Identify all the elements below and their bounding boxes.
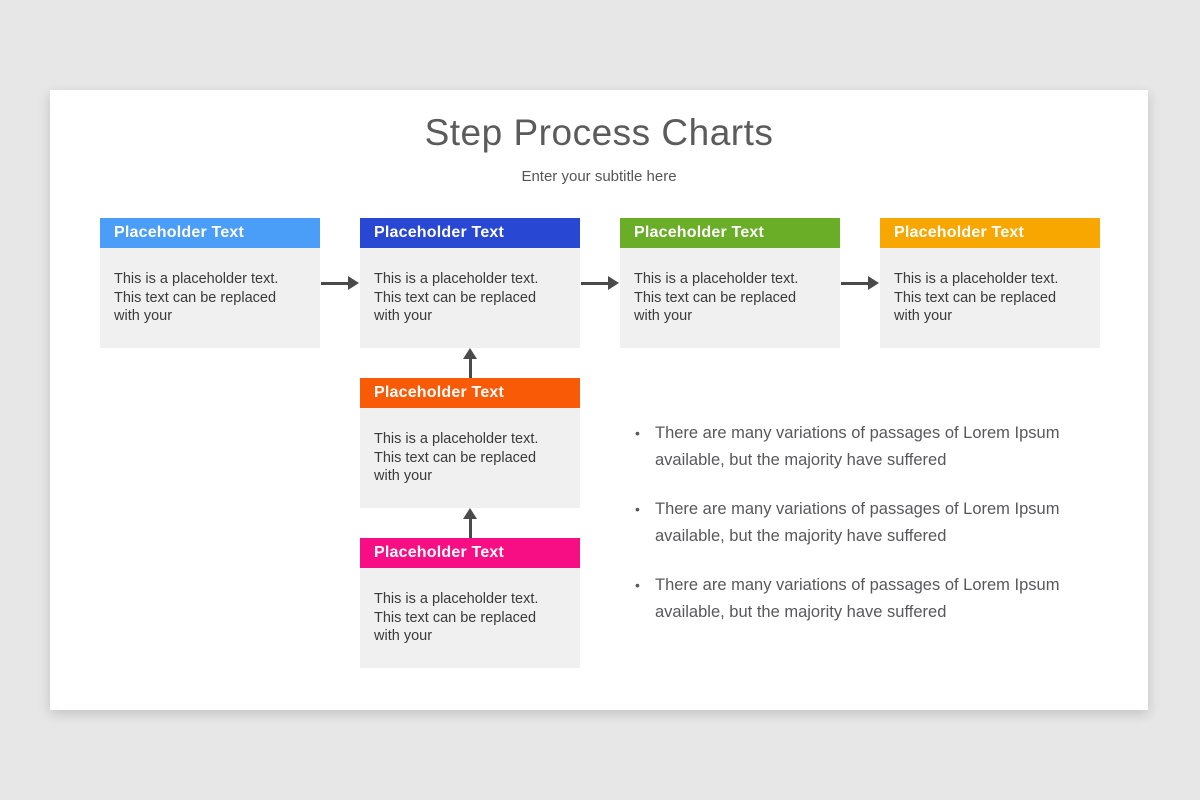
slide-subtitle: Enter your subtitle here bbox=[521, 168, 677, 185]
arrow-right-icon bbox=[321, 276, 359, 290]
bullet-item: There are many variations of passages of… bbox=[633, 420, 1063, 474]
arrow-right-icon bbox=[841, 276, 879, 290]
bullet-item: There are many variations of passages of… bbox=[633, 572, 1063, 626]
arrow-shaft bbox=[841, 281, 869, 285]
bullet-list: There are many variations of passages of… bbox=[633, 420, 1063, 648]
arrow-head bbox=[463, 508, 477, 519]
step-2-body-text: This is a placeholder text. This text ca… bbox=[360, 248, 580, 348]
step-6-body-text: This is a placeholder text. This text ca… bbox=[360, 568, 580, 668]
process-step-box-1: Placeholder Text This is a placeholder t… bbox=[100, 218, 320, 348]
arrow-up-icon bbox=[463, 348, 477, 378]
step-1-header: Placeholder Text bbox=[100, 218, 320, 248]
arrow-head bbox=[868, 276, 879, 290]
arrow-head bbox=[463, 348, 477, 359]
step-6-header: Placeholder Text bbox=[360, 538, 580, 568]
slide-title: Step Process Charts bbox=[424, 112, 774, 153]
step-5-header: Placeholder Text bbox=[360, 378, 580, 408]
arrow-head bbox=[348, 276, 359, 290]
process-step-box-2: Placeholder Text This is a placeholder t… bbox=[360, 218, 580, 348]
step-2-header: Placeholder Text bbox=[360, 218, 580, 248]
arrow-shaft bbox=[581, 281, 609, 285]
arrow-right-icon bbox=[581, 276, 619, 290]
process-step-box-4: Placeholder Text This is a placeholder t… bbox=[880, 218, 1100, 348]
step-4-body-text: This is a placeholder text. This text ca… bbox=[880, 248, 1100, 348]
slide-canvas: Step Process Charts Enter your subtitle … bbox=[50, 90, 1148, 710]
arrow-shaft bbox=[321, 281, 349, 285]
arrow-head bbox=[608, 276, 619, 290]
step-5-body-text: This is a placeholder text. This text ca… bbox=[360, 408, 580, 508]
bullet-item: There are many variations of passages of… bbox=[633, 496, 1063, 550]
process-step-box-3: Placeholder Text This is a placeholder t… bbox=[620, 218, 840, 348]
arrow-shaft bbox=[468, 356, 472, 378]
arrow-shaft bbox=[468, 516, 472, 538]
arrow-up-icon bbox=[463, 508, 477, 538]
process-step-box-5: Placeholder Text This is a placeholder t… bbox=[360, 378, 580, 508]
step-4-header: Placeholder Text bbox=[880, 218, 1100, 248]
process-step-box-6: Placeholder Text This is a placeholder t… bbox=[360, 538, 580, 668]
step-3-header: Placeholder Text bbox=[620, 218, 840, 248]
step-3-body-text: This is a placeholder text. This text ca… bbox=[620, 248, 840, 348]
step-1-body-text: This is a placeholder text. This text ca… bbox=[100, 248, 320, 348]
